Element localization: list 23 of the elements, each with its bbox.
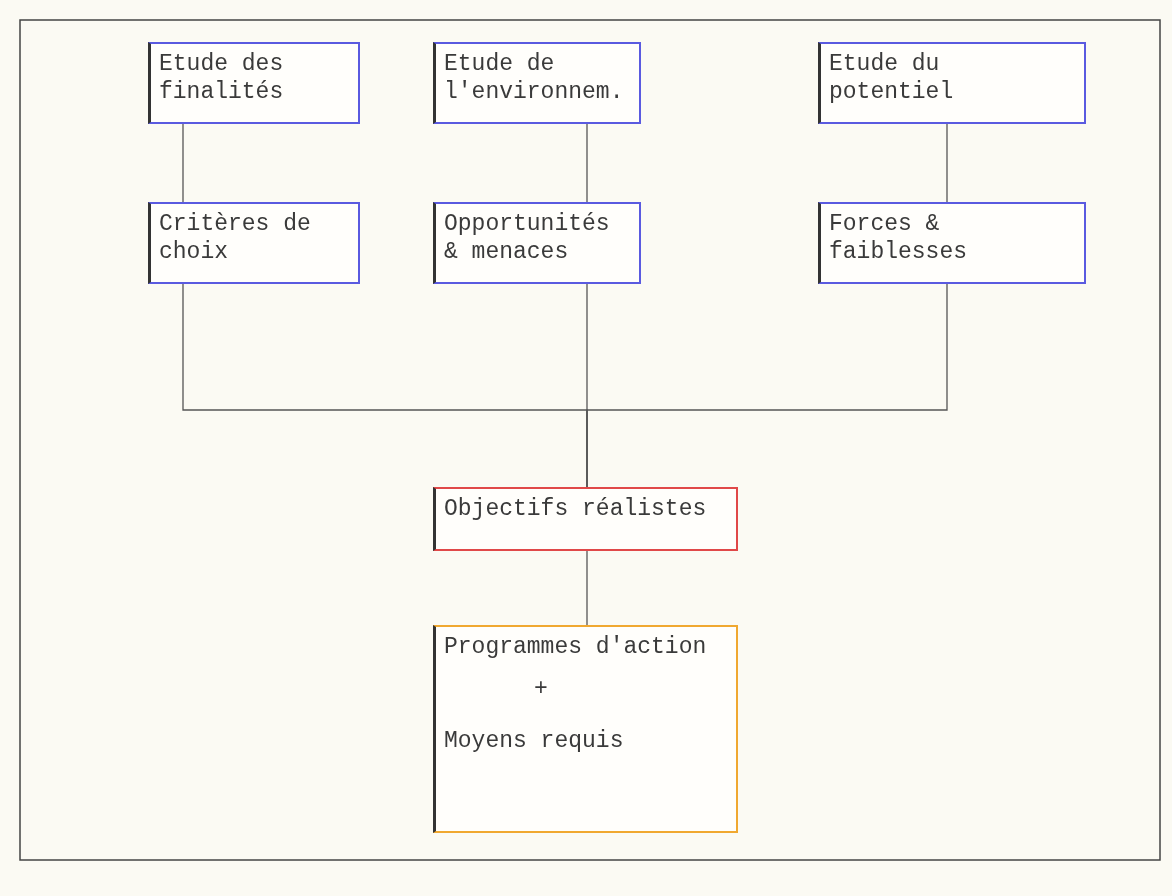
process-box bbox=[818, 42, 1086, 124]
box-label: + bbox=[534, 675, 548, 703]
box-label: Programmes d'action bbox=[444, 633, 707, 661]
box-label: Moyens requis bbox=[444, 727, 624, 755]
process-box bbox=[148, 42, 360, 124]
process-box bbox=[818, 202, 1086, 284]
connector-line bbox=[586, 550, 588, 626]
connector-line bbox=[946, 123, 948, 203]
box-label: Etude du potentiel bbox=[829, 50, 955, 106]
process-box bbox=[433, 202, 641, 284]
box-label: Opportunités & menaces bbox=[444, 210, 611, 266]
process-box bbox=[433, 487, 738, 551]
connector-line bbox=[182, 123, 184, 203]
box-label: Objectifs réalistes bbox=[444, 495, 707, 523]
box-label: Etude des finalités bbox=[159, 50, 285, 106]
process-box bbox=[433, 625, 738, 833]
connector-line bbox=[586, 123, 588, 203]
process-box bbox=[148, 202, 360, 284]
process-box bbox=[433, 42, 641, 124]
box-label: Critères de choix bbox=[159, 210, 312, 266]
box-label: Forces & faiblesses bbox=[829, 210, 969, 266]
connector-line bbox=[586, 283, 948, 488]
box-label: Etude de l'environnem. bbox=[444, 50, 625, 106]
